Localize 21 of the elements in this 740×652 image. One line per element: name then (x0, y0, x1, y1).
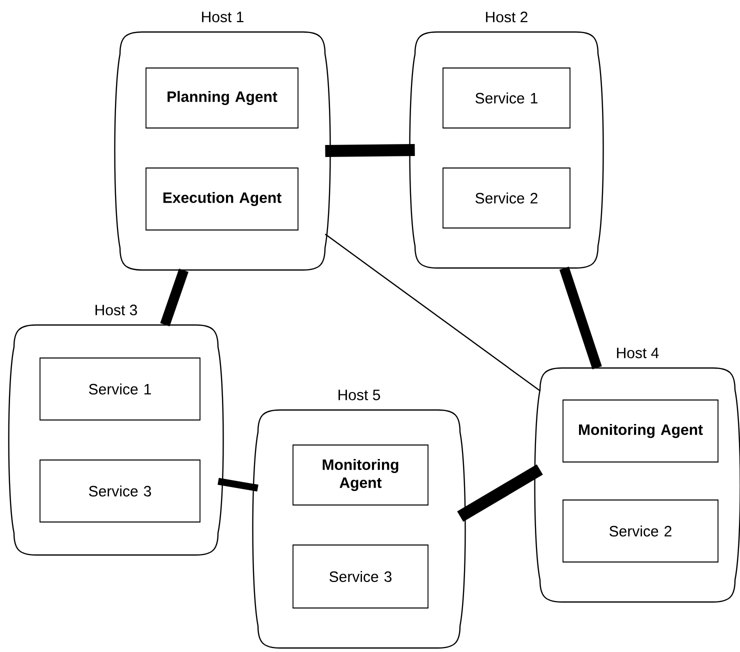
connection-line (325, 144, 415, 157)
component-box: Service 1 (442, 68, 570, 128)
component-box: Monitoring Agent (292, 444, 428, 506)
component-box: Service 3 (292, 544, 428, 608)
node-label: Host 1 (202, 12, 244, 22)
component-box: Planning Agent (146, 68, 298, 128)
node-label: Host 3 (96, 304, 138, 316)
component-box: Service 1 (40, 358, 200, 420)
node-label: Host 5 (338, 390, 380, 400)
component-box: Service 2 (562, 500, 718, 562)
node-label: Host 4 (617, 348, 659, 358)
node-label: Host 2 (486, 12, 528, 22)
connection-line (559, 266, 602, 370)
component-box: Execution Agent (146, 168, 298, 230)
connection-line (160, 268, 188, 326)
component-box: Service 3 (40, 460, 200, 522)
component-box: Monitoring Agent (562, 400, 718, 462)
connection-line (457, 464, 543, 522)
connection-line (324, 234, 540, 392)
component-box: Service 2 (442, 168, 570, 228)
connection-line (218, 478, 258, 492)
